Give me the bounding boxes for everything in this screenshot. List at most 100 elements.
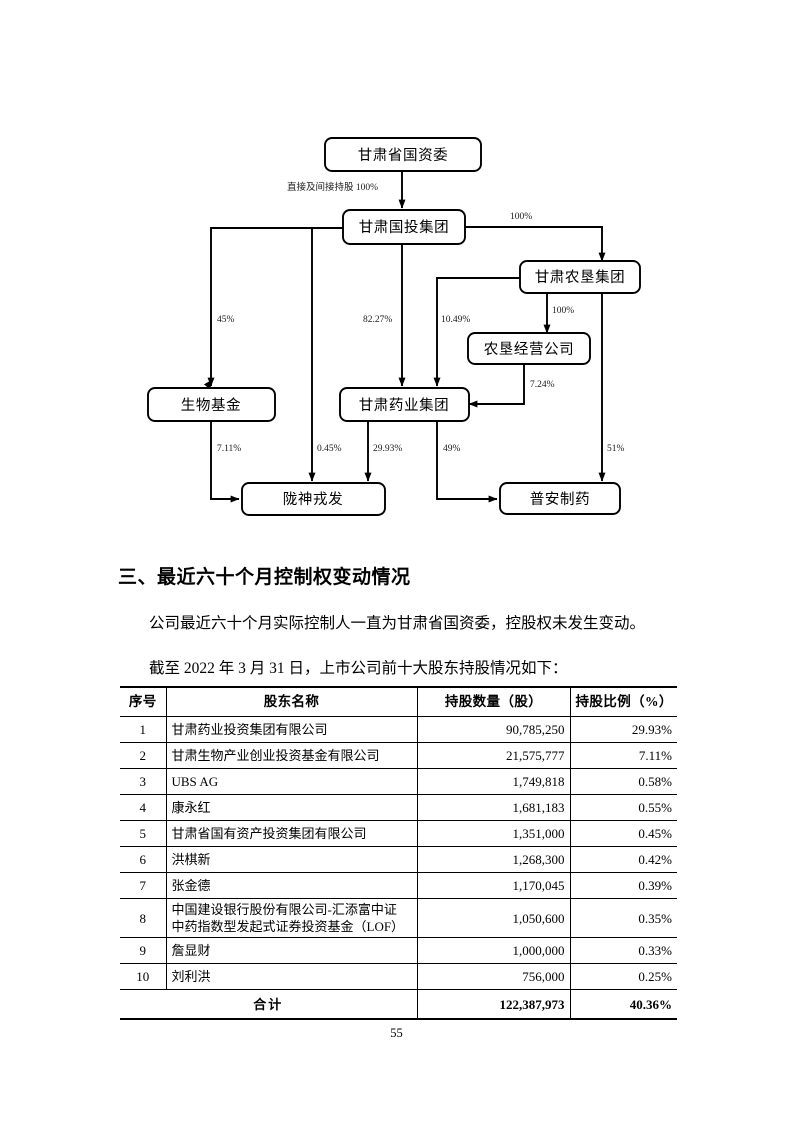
cell-quantity: 1,050,600	[416, 897, 571, 939]
cell-quantity: 1,170,045	[416, 872, 571, 899]
node-swjj-label: 生物基金	[181, 397, 241, 414]
edge-label-gttz-yaoye: 82.27%	[363, 315, 392, 325]
table-row: 10 刘利洪 756,000 0.25%	[120, 963, 677, 991]
diagram-edge-labels: 直接及间接持股 100% 100% 45% 82.27% 0.45% 100% …	[217, 181, 625, 454]
cell-quantity: 1,681,183	[416, 794, 571, 821]
cell-index: 4	[120, 794, 167, 821]
node-yaoye-label: 甘肃药业集团	[359, 397, 450, 414]
cell-name: UBS AG	[165, 768, 418, 795]
table-total-row: 合计 122,387,973 40.36%	[120, 989, 677, 1021]
cell-index: 7	[120, 872, 167, 899]
edge-yaoye-puan	[436, 421, 498, 503]
cell-quantity: 21,575,777	[416, 742, 571, 769]
page-number: 55	[390, 1026, 403, 1040]
cell-quantity: 90,785,250	[416, 716, 571, 743]
section-heading: 三、最近六十个月控制权变动情况	[118, 567, 411, 588]
node-nongken: 甘肃农垦集团	[519, 260, 641, 294]
edge-label-nongken-yaoye: 10.49%	[441, 315, 470, 325]
cell-index: 8	[120, 897, 167, 939]
node-puan: 普安制药	[499, 482, 621, 515]
cell-quantity: 1,749,818	[416, 768, 571, 795]
cell-name: 中国建设银行股份有限公司-汇添富中证 中药指数型发起式证券投资基金（LOF）	[165, 897, 418, 939]
table-row: 4 康永红 1,681,183 0.55%	[120, 794, 677, 821]
node-nkjy: 农垦经营公司	[467, 332, 591, 365]
node-puan-label: 普安制药	[530, 491, 590, 508]
cell-name: 甘肃药业投资集团有限公司	[165, 716, 418, 743]
table-row: 2 甘肃生物产业创业投资基金有限公司 21,575,777 7.11%	[120, 742, 677, 769]
cell-index: 10	[120, 963, 167, 991]
cell-total-quantity: 122,387,973	[416, 989, 571, 1021]
table-row: 9 詹显财 1,000,000 0.33%	[120, 937, 677, 965]
table-row: 6 洪棋新 1,268,300 0.42%	[120, 846, 677, 873]
cell-percent: 29.93%	[569, 716, 677, 743]
edge-gttz-nongken	[465, 226, 606, 262]
table-row: 1 甘肃药业投资集团有限公司 90,785,250 29.93%	[120, 716, 677, 743]
edge-label-gttz-nongken: 100%	[510, 212, 532, 222]
cell-percent: 0.33%	[569, 937, 677, 965]
edge-label-yaoye-longshen: 29.93%	[373, 444, 402, 454]
edge-label-yaoye-puan: 49%	[443, 444, 461, 454]
col-header-name: 股东名称	[165, 686, 418, 717]
cell-name: 詹显财	[165, 937, 418, 965]
edge-nongken-yaoye	[433, 277, 520, 387]
node-nkjy-label: 农垦经营公司	[484, 341, 575, 358]
edge-label-nongken-nkjy: 100%	[552, 306, 574, 316]
cell-percent: 0.42%	[569, 846, 677, 873]
cell-quantity: 1,000,000	[416, 937, 571, 965]
node-swjj: 生物基金	[147, 387, 276, 422]
cell-percent: 0.25%	[569, 963, 677, 991]
col-header-index: 序号	[120, 686, 167, 717]
cell-percent: 7.11%	[569, 742, 677, 769]
cell-percent: 0.45%	[569, 820, 677, 847]
cell-name: 刘利洪	[165, 963, 418, 991]
col-header-percent: 持股比例（%）	[569, 686, 677, 717]
top-ten-shareholders-table: 序号 股东名称 持股数量（股） 持股比例（%） 1 甘肃药业投资集团有限公司 9…	[120, 686, 677, 1021]
cell-index: 6	[120, 846, 167, 873]
edge-label-nkjy-yaoye: 7.24%	[530, 380, 555, 390]
cell-percent: 0.58%	[569, 768, 677, 795]
cell-index: 2	[120, 742, 167, 769]
cell-total-label: 合计	[120, 989, 418, 1021]
node-longshen: 陇神戎发	[241, 482, 386, 516]
cell-total-percent: 40.36%	[569, 989, 677, 1021]
cell-name: 康永红	[165, 794, 418, 821]
cell-name: 甘肃省国有资产投资集团有限公司	[165, 820, 418, 847]
cell-index: 1	[120, 716, 167, 743]
cell-percent: 0.39%	[569, 872, 677, 899]
table-row: 8 中国建设银行股份有限公司-汇添富中证 中药指数型发起式证券投资基金（LOF）…	[120, 897, 677, 939]
cell-name: 洪棋新	[165, 846, 418, 873]
col-header-quantity: 持股数量（股）	[416, 686, 571, 717]
cell-name-line-1: 中国建设银行股份有限公司-汇添富中证	[171, 902, 397, 917]
table-row: 5 甘肃省国有资产投资集团有限公司 1,351,000 0.45%	[120, 820, 677, 847]
node-longshen-label: 陇神戎发	[283, 491, 343, 508]
cell-index: 5	[120, 820, 167, 847]
edge-label-gttz-longshen: 0.45%	[317, 444, 342, 454]
paragraph-control-unchanged: 公司最近六十个月实际控制人一直为甘肃省国资委，控股权未发生变动。	[149, 615, 646, 632]
node-nongken-label: 甘肃农垦集团	[535, 269, 626, 286]
table-row: 7 张金德 1,170,045 0.39%	[120, 872, 677, 899]
edge-label-gttz-swjj: 45%	[217, 315, 235, 325]
edge-nkjy-yaoye	[468, 364, 525, 408]
node-sasac: 甘肃省国资委	[324, 137, 482, 172]
edge-gttz-swjj	[207, 227, 343, 387]
ownership-structure-diagram: 甘肃省国资委 甘肃国投集团 甘肃农垦集团 农垦经营公司 生物基金	[0, 0, 793, 545]
cell-quantity: 756,000	[416, 963, 571, 991]
cell-name-line-2: 中药指数型发起式证券投资基金（LOF）	[171, 919, 405, 935]
edge-label-swjj-longshen: 7.11%	[217, 444, 241, 454]
node-sasac-label: 甘肃省国资委	[358, 147, 449, 164]
diagram-connectors	[207, 171, 606, 503]
cell-quantity: 1,351,000	[416, 820, 571, 847]
table-row: 3 UBS AG 1,749,818 0.58%	[120, 768, 677, 795]
cell-name: 张金德	[165, 872, 418, 899]
node-gttz-label: 甘肃国投集团	[359, 219, 450, 236]
edge-label-nongken-puan: 51%	[607, 444, 625, 454]
cell-quantity: 1,268,300	[416, 846, 571, 873]
diagram-nodes: 甘肃省国资委 甘肃国投集团 甘肃农垦集团 农垦经营公司 生物基金	[147, 137, 641, 516]
cell-index: 3	[120, 768, 167, 795]
cell-index: 9	[120, 937, 167, 965]
edge-label-sasac-gttz: 直接及间接持股 100%	[287, 181, 378, 193]
node-gttz: 甘肃国投集团	[342, 209, 466, 245]
cell-percent: 0.55%	[569, 794, 677, 821]
cell-name: 甘肃生物产业创业投资基金有限公司	[165, 742, 418, 769]
